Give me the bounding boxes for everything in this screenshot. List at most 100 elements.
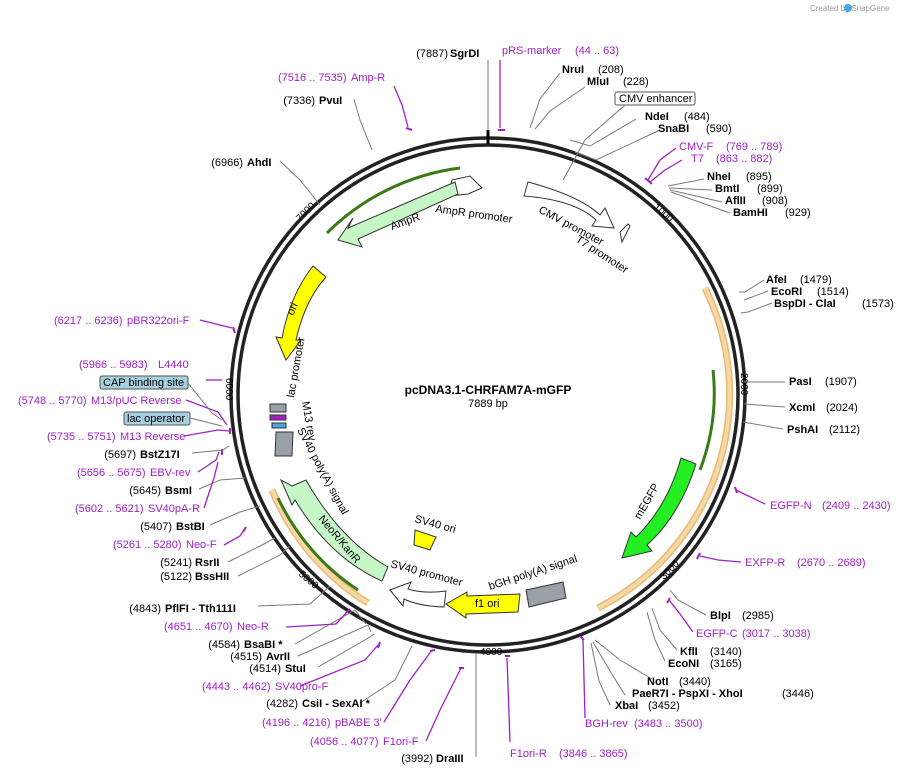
neo-orf-fill [270,489,370,605]
enzyme-noti-pos: (3440) [679,676,711,688]
enzyme-noti: NotI [647,676,668,688]
primer-bgh-rev-range: (3483 .. 3500) [634,718,703,730]
primer-f1ori-r-range: (3846 .. 3865) [559,748,628,760]
svg-text:CAP binding site: CAP binding site [103,377,184,389]
primer-pbr322ori-f: pBR322ori-F [127,315,190,327]
enzyme-ahdi: AhdI [247,157,271,169]
enzyme-pflfi-pos: (4843) [129,603,161,615]
cmv-promoter-arrow [523,181,615,229]
enzyme-aflii-pos: (908) [762,195,788,207]
primer-l4440-range: (5966 .. 5983) [79,359,148,371]
enzyme-xbai-pos: (3452) [648,700,680,712]
enzyme-stui-pos: (4514) [249,663,281,675]
t7-promoter-arrow [619,223,631,244]
enzyme-snabi: SnaBI [658,123,689,135]
primer-neo-r-range: (4651 .. 4670) [164,621,233,633]
svg-text:CMV enhancer: CMV enhancer [619,93,693,105]
svg-text:lac operator: lac operator [127,413,185,425]
primer-neo-r: Neo-R [237,621,269,633]
enzyme-bmti: BmtI [715,183,739,195]
enzyme-rsrii-pos: (5241) [160,557,192,569]
primer-cmv-f-range: (769 .. 789) [726,141,782,153]
plasmid-length: 7889 bp [468,398,508,410]
label-neor-kanr: NeoR/KanR [316,513,363,566]
enzyme-bsmi-pos: (5645) [129,485,161,497]
primer-cmv-f: CMV-F [679,141,714,153]
primer-t7: T7 [691,153,704,165]
enzyme-avrii: AvrII [266,651,290,663]
enzyme-bstz17i: BstZ17I [140,449,180,461]
f1-ori-arrow [445,591,521,619]
enzyme-econi-pos: (3165) [710,658,742,670]
lac-operator-box: lac operator [123,411,223,427]
egfp-orf-fill [597,287,732,610]
primer-neo-f-range: (5261 .. 5280) [113,539,182,551]
snapgene-logo-icon [844,4,852,12]
enzyme-bsshii: BssHII [195,571,229,583]
primer-ebv-rev-range: (5656 .. 5675) [77,467,146,479]
enzyme-rsrii: RsrII [195,557,219,569]
enzyme-econi: EcoNI [668,658,699,670]
sv40-promoter-arrow [389,581,447,608]
enzyme-pvui-pos: (7336) [283,95,315,107]
backbone-inner [236,143,740,647]
primer-amp-r-range: (7516 .. 7535) [278,72,347,84]
enzyme-bstbi-pos: (5407) [140,521,172,533]
primer-prs-marker: pRS-marker [502,45,562,57]
enzyme-afei-pos: (1479) [800,274,832,286]
primer-f1ori-r: F1ori-R [510,748,547,760]
primer-neo-f: Neo-F [186,539,217,551]
neo-orf-dark [276,497,359,592]
enzyme-ecori: EcoRI [771,286,802,298]
enzyme-xcmi: XcmI [789,402,815,414]
primer-pbabe3: pBABE 3' [335,717,382,729]
enzyme-csii-sexai: CsiI - SexAI * [302,698,371,710]
enzyme-pflfi-tth111i: PflFI - Tth111I [165,603,236,615]
primer-egfp-n-range: (2409 .. 2430) [822,500,891,512]
primer-ebv-rev: EBV-rev [150,467,191,479]
primer-egfp-c: EGFP-C [696,628,738,640]
enzyme-bstz17i-pos: (5697) [104,449,136,461]
primer-t7-range: (863 .. 882) [716,153,772,165]
m13-rev-block [269,414,287,421]
enzyme-bamhi: BamHI [733,207,768,219]
enzyme-mlui: MluI [587,76,609,88]
primer-pbabe3-range: (4196 .. 4216) [262,717,331,729]
cmv-enhancer-box: CMV enhancer [562,91,696,181]
enzyme-paer7i-pos: (3446) [782,688,814,700]
primer-f1ori-f-range: (4056 .. 4077) [310,736,379,748]
primer-m13-reverse-range: (5735 .. 5751) [47,431,116,443]
sv40-ori-block [413,529,437,551]
primer-m13-puc-reverse: M13/pUC Reverse [91,395,181,407]
lac-promoter-block [269,403,287,413]
enzyme-bamhi-pos: (929) [785,207,811,219]
lac-operator-block [271,422,287,429]
primer-egfp-n: EGFP-N [770,500,812,512]
enzyme-bstbi: BstBI [176,521,205,533]
enzyme-pasi-pos: (1907) [825,376,857,388]
amp-orf-dark [325,166,461,235]
primer-exfp-r-range: (2670 .. 2689) [797,557,866,569]
enzyme-leaders [191,60,786,757]
bgh-polya-block [525,581,567,608]
sv40-polya-block [274,431,294,457]
enzyme-ndei: NdeI [645,111,669,123]
enzyme-ndei-pos: (484) [684,111,710,123]
primer-l4440: L4440 [158,359,189,371]
ori-arrow [275,265,327,361]
enzyme-blpi-pos: (2985) [742,610,774,622]
enzyme-xcmi-pos: (2024) [826,402,858,414]
enzyme-stui: StuI [285,663,306,675]
label-ampr-promoter: AmpR promoter [435,203,514,226]
enzyme-pvui: PvuI [319,95,342,107]
primer-sv40pro-f: SV40pro-F [275,681,328,693]
plasmid-name: pcDNA3.1-CHRFAM7A-mGFP [405,383,572,397]
enzyme-mlui-pos: (228) [623,76,649,88]
enzyme-nrui-pos: (208) [598,64,624,76]
primer-m13-reverse: M13 Reverse [120,431,185,443]
enzyme-nhei-pos: (895) [746,171,772,183]
enzyme-nrui: NruI [562,64,584,76]
primer-leaders [183,60,766,743]
tick-4000: 4000 [480,647,503,658]
enzyme-kfli-pos: (3140) [710,646,742,658]
